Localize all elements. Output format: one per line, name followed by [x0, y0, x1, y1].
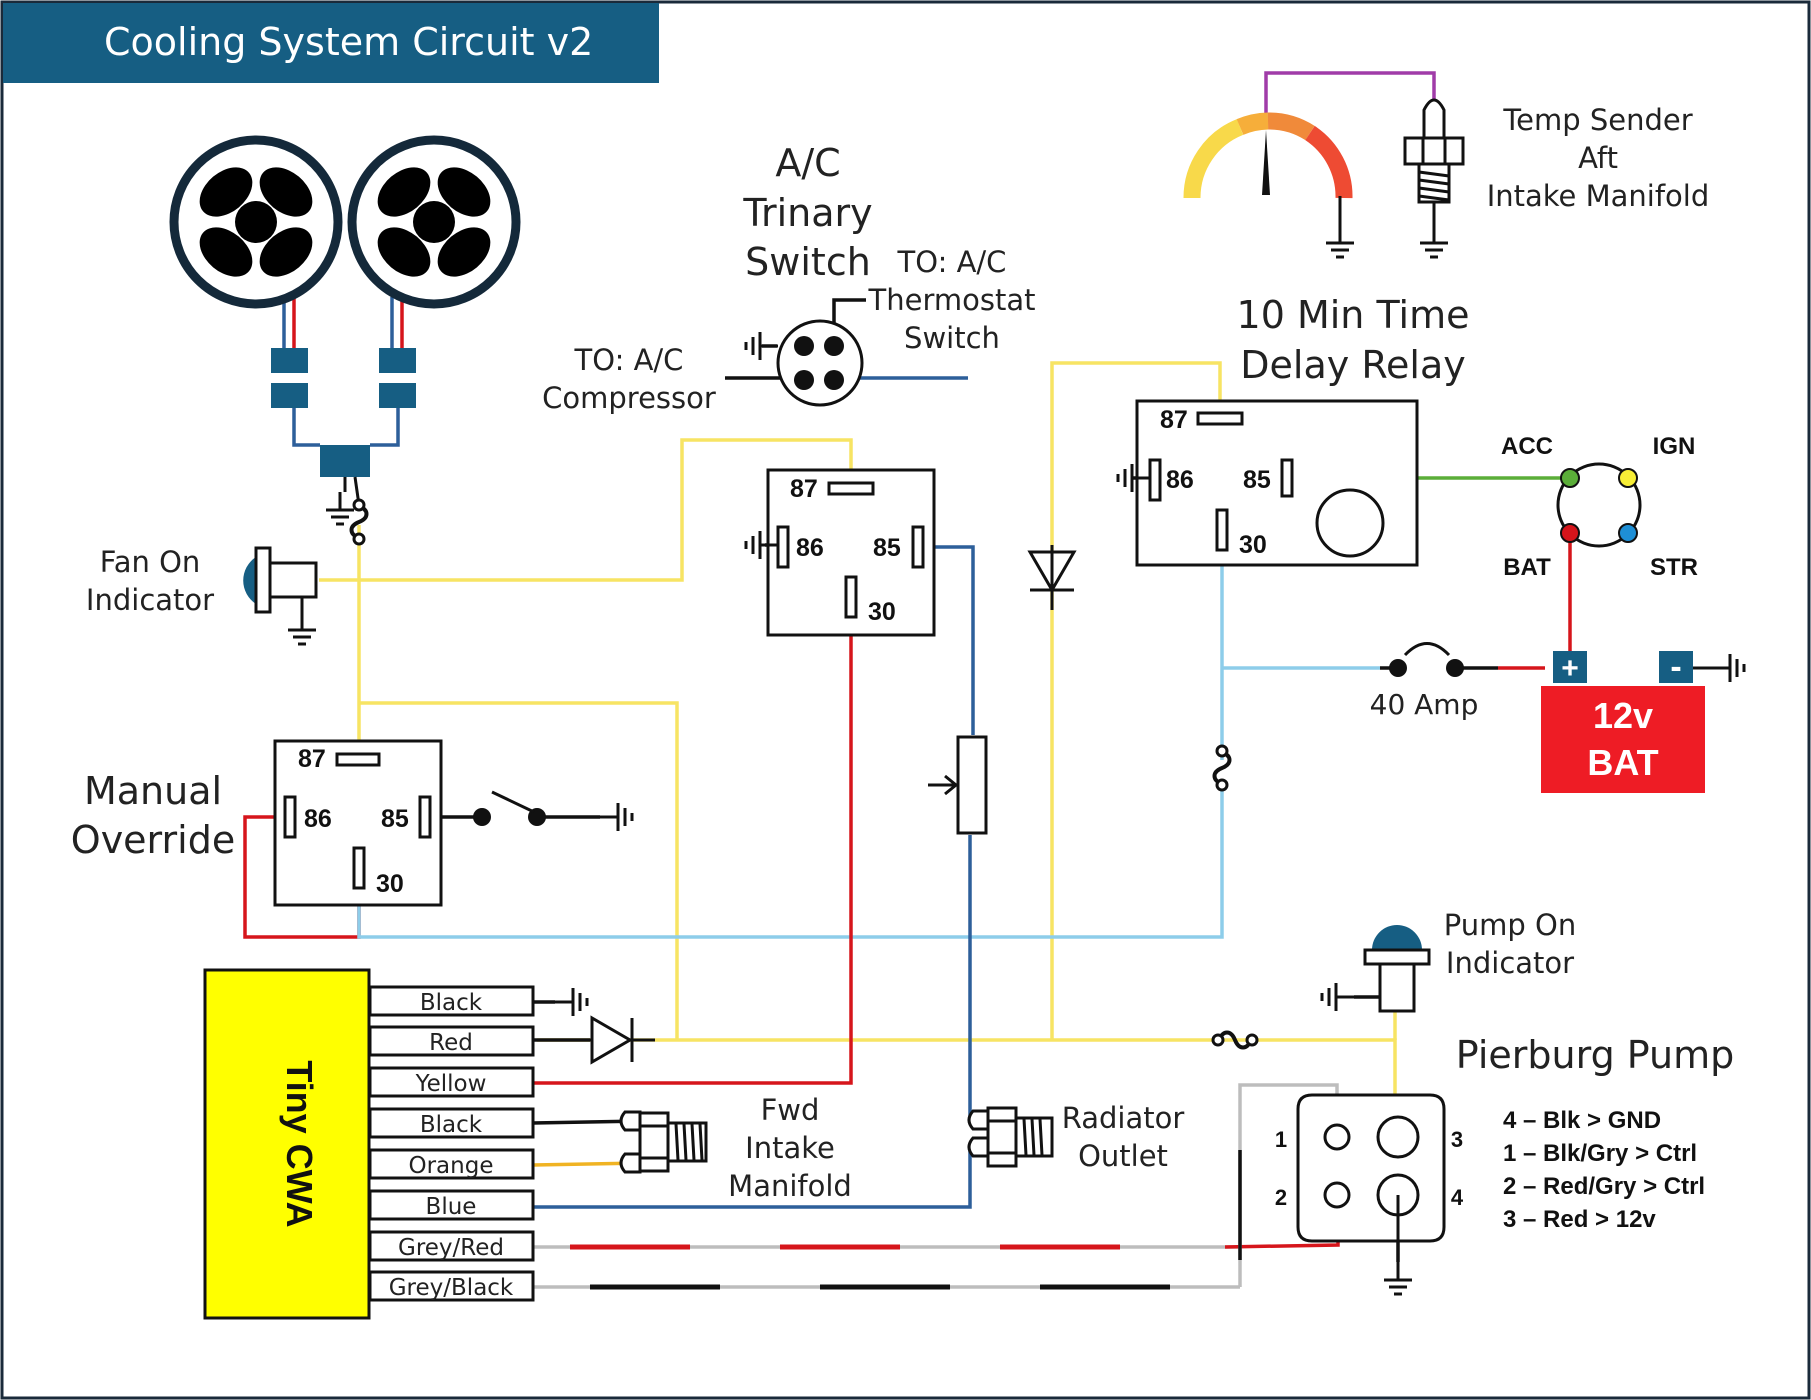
pump-on-indicator — [1320, 925, 1431, 1013]
pump-pin-1-label: 1 — [1275, 1127, 1287, 1152]
temp-gauge-icon — [1183, 112, 1356, 259]
diode-vertical-icon — [1027, 545, 1077, 610]
pump-pin-3-label: 3 — [1451, 1127, 1463, 1152]
fwd-intake-label-2: Intake — [745, 1131, 835, 1165]
fuse-40-amp-icon — [1389, 642, 1464, 677]
manual-override-label: Manual — [84, 769, 222, 813]
pierburg-label: Pierburg Pump — [1456, 1033, 1734, 1077]
manual-override-label-2: Override — [71, 818, 235, 862]
title-banner — [3, 3, 659, 83]
fan-right-icon — [347, 135, 521, 309]
fwd-intake-sensor-icon — [619, 1110, 708, 1174]
pump-legend-4: 3 – Red > 12v — [1503, 1206, 1656, 1233]
override-pin-85: 85 — [381, 805, 409, 833]
delay-pin-86: 86 — [1166, 466, 1194, 494]
override-switch-icon[interactable] — [473, 790, 634, 833]
delay-relay-label: 10 Min Time — [1237, 293, 1470, 337]
ign-acc-label: ACC — [1501, 433, 1553, 460]
delay-pin-30: 30 — [1239, 531, 1267, 559]
temp-sender-label-3: Intake Manifold — [1487, 179, 1710, 213]
override-pin-86: 86 — [304, 805, 332, 833]
temp-sender-label: Temp Sender — [1502, 103, 1692, 137]
pump-pin-2-terminal — [1323, 1181, 1351, 1209]
pump-pin-2-label: 2 — [1275, 1185, 1287, 1210]
fan-left-icon — [169, 135, 343, 309]
cwa-wire-5: Orange — [409, 1153, 494, 1179]
battery-minus: - — [1670, 648, 1681, 686]
cwa-wire-6: Blue — [426, 1194, 477, 1220]
ac-compressor-label-2: Compressor — [542, 381, 716, 415]
fan-on-label-2: Indicator — [86, 583, 214, 617]
ac-trinary-label-2: Trinary — [742, 191, 872, 235]
delay-relay-label-2: Delay Relay — [1240, 343, 1465, 387]
pierburg-pump — [1296, 1093, 1446, 1296]
fuse-label: 40 Amp — [1370, 688, 1479, 721]
fan-on-label: Fan On — [100, 545, 201, 579]
pump-on-label-2: Indicator — [1446, 946, 1574, 980]
battery-label-1: 12v — [1593, 695, 1653, 736]
delay-relay — [1116, 399, 1419, 567]
ign-str-label: STR — [1650, 554, 1698, 581]
trinary-switch-icon — [744, 319, 864, 407]
potentiometer-icon — [928, 735, 988, 835]
pump-pin-1-terminal — [1323, 1123, 1351, 1151]
pump-legend-2: 1 – Blk/Gry > Ctrl — [1503, 1140, 1697, 1167]
fwd-intake-label-3: Manifold — [728, 1169, 852, 1203]
diode-horizontal-icon — [533, 1015, 655, 1065]
cwa-wire-8: Grey/Black — [389, 1275, 514, 1301]
ignition-switch-icon — [1556, 462, 1642, 548]
cwa-wire-3: Yellow — [415, 1071, 487, 1097]
pump-on-label: Pump On — [1444, 908, 1576, 942]
page-title: Cooling System Circuit v2 — [104, 20, 593, 64]
radiator-outlet-label: Radiator — [1062, 1101, 1185, 1135]
ac-thermostat-label-3: Switch — [904, 321, 1000, 355]
ign-ign-label: IGN — [1653, 433, 1696, 460]
wiring — [243, 71, 1572, 1290]
fan-on-indicator — [243, 546, 318, 646]
ac-trinary-label: A/C — [775, 141, 840, 185]
trinary-relay-pin-87: 87 — [790, 475, 818, 503]
fan-connectors — [271, 348, 416, 477]
delay-pin-87: 87 — [1160, 406, 1188, 434]
pump-legend-3: 2 – Red/Gry > Ctrl — [1503, 1173, 1705, 1200]
cwa-label: Tiny CWA — [279, 1060, 320, 1227]
trinary-relay-pin-85: 85 — [873, 534, 901, 562]
override-pin-87: 87 — [298, 745, 326, 773]
override-relay — [273, 739, 443, 907]
pump-pin-4-label: 4 — [1451, 1185, 1464, 1210]
temp-sender-icon — [1403, 98, 1465, 259]
trinary-relay — [744, 468, 936, 637]
battery — [1541, 651, 1746, 793]
trinary-relay-pin-30: 30 — [868, 598, 896, 626]
ac-compressor-label: TO: A/C — [574, 343, 684, 377]
ac-thermostat-label-2: Thermostat — [868, 283, 1036, 317]
trinary-relay-pin-86: 86 — [796, 534, 824, 562]
cwa-wire-2: Red — [429, 1030, 473, 1056]
pump-pin-3-terminal — [1376, 1115, 1420, 1159]
cwa-wire-4: Black — [420, 1112, 483, 1138]
battery-label-2: BAT — [1587, 742, 1658, 783]
cwa-wire-labels: Black Red Yellow Black Orange Blue Grey/… — [368, 985, 535, 1302]
radiator-outlet-label-2: Outlet — [1078, 1139, 1168, 1173]
tiny-cwa: Tiny CWA — [203, 968, 371, 1320]
radiator-outlet-sensor-icon — [967, 1106, 1054, 1168]
delay-pin-85: 85 — [1243, 466, 1271, 494]
override-pin-30: 30 — [376, 870, 404, 898]
cooling-fans — [169, 135, 521, 546]
cwa-wire-7: Grey/Red — [398, 1235, 504, 1261]
ac-trinary-label-3: Switch — [745, 240, 871, 284]
cwa-wire-1: Black — [420, 990, 483, 1016]
fwd-intake-label: Fwd — [761, 1093, 820, 1127]
battery-plus: + — [1561, 652, 1579, 685]
pump-legend-1: 4 – Blk > GND — [1503, 1107, 1661, 1134]
ign-bat-label: BAT — [1503, 554, 1551, 581]
temp-sender-label-2: Aft — [1578, 141, 1618, 175]
ac-thermostat-label: TO: A/C — [897, 245, 1007, 279]
